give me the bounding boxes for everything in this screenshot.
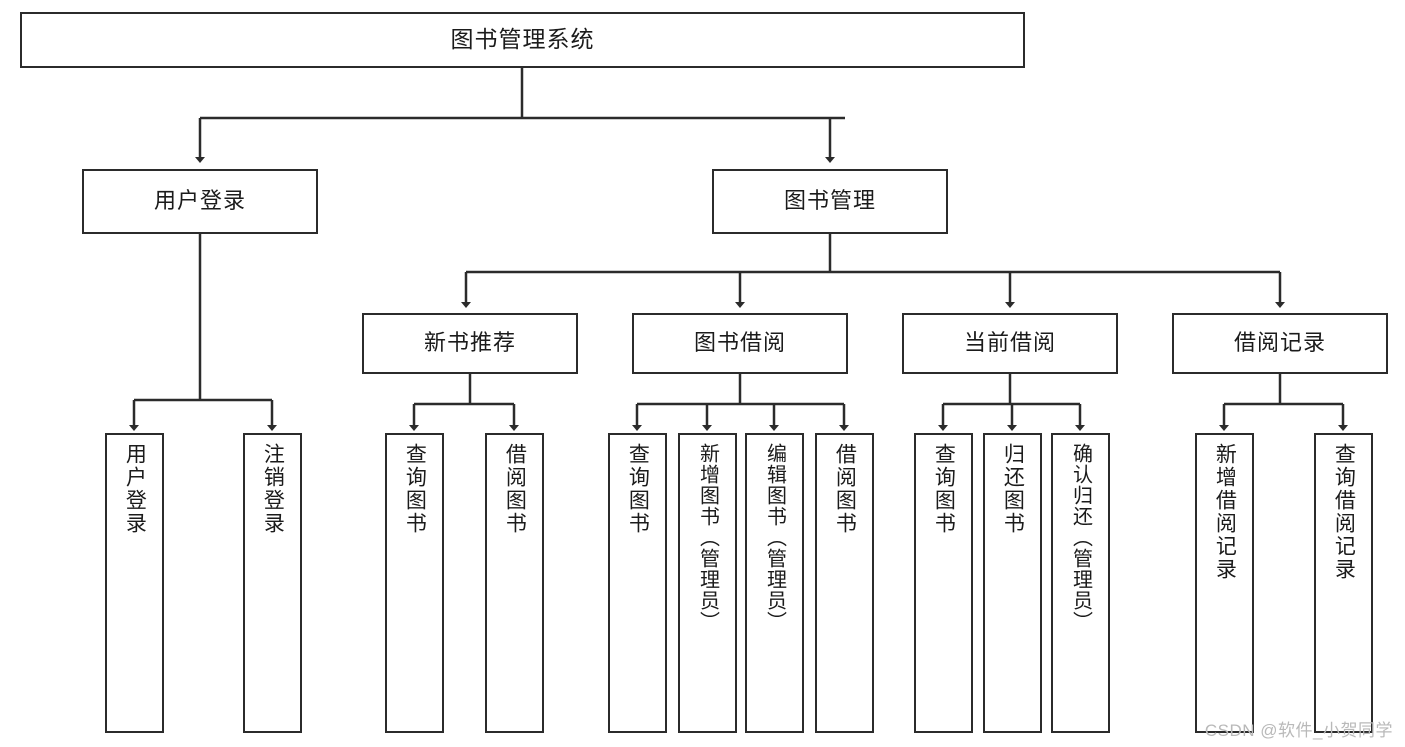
leaf-label: 借阅图书 <box>503 443 527 535</box>
leaf-borrow-records-query-record[interactable]: 查询借阅记录 <box>1314 433 1373 733</box>
node-label: 用户登录 <box>153 188 246 214</box>
leaf-new-book-query-book[interactable]: 查询图书 <box>385 433 444 733</box>
leaf-book-borrow-add-book-admin[interactable]: 新增图书（管理员） <box>678 433 737 733</box>
node-label: 当前借阅 <box>963 330 1056 356</box>
leaf-label: 归还图书 <box>1001 443 1025 535</box>
node-label: 借阅记录 <box>1233 330 1326 356</box>
node-new-book-recommend[interactable]: 新书推荐 <box>362 313 578 374</box>
node-borrow-records[interactable]: 借阅记录 <box>1172 313 1388 374</box>
leaf-book-borrow-borrow-book[interactable]: 借阅图书 <box>815 433 874 733</box>
leaf-user-login-logout[interactable]: 注销登录 <box>243 433 302 733</box>
leaf-user-login-login[interactable]: 用户登录 <box>105 433 164 733</box>
leaf-label: 借阅图书 <box>833 443 857 535</box>
node-current-borrow[interactable]: 当前借阅 <box>902 313 1118 374</box>
leaf-label: 查询借阅记录 <box>1332 443 1356 581</box>
leaf-label: 确认归还（管理员） <box>1069 443 1092 632</box>
leaf-label: 注销登录 <box>261 443 285 535</box>
leaf-current-borrow-return-book[interactable]: 归还图书 <box>983 433 1042 733</box>
node-book-management[interactable]: 图书管理 <box>712 169 948 234</box>
leaf-label: 编辑图书（管理员） <box>763 443 786 632</box>
leaf-label: 查询图书 <box>403 443 427 535</box>
leaf-label: 用户登录 <box>123 443 147 535</box>
node-label: 图书管理 <box>783 188 876 214</box>
leaf-borrow-records-add-record[interactable]: 新增借阅记录 <box>1195 433 1254 733</box>
leaf-label: 查询图书 <box>626 443 650 535</box>
leaf-book-borrow-edit-book-admin[interactable]: 编辑图书（管理员） <box>745 433 804 733</box>
node-label: 新书推荐 <box>423 330 516 356</box>
node-label: 图书借阅 <box>693 330 786 356</box>
leaf-label: 查询图书 <box>932 443 956 535</box>
node-user-login[interactable]: 用户登录 <box>82 169 318 234</box>
leaf-book-borrow-query-book[interactable]: 查询图书 <box>608 433 667 733</box>
leaf-current-borrow-confirm-return-admin[interactable]: 确认归还（管理员） <box>1051 433 1110 733</box>
leaf-label: 新增图书（管理员） <box>696 443 719 632</box>
leaf-new-book-borrow-book[interactable]: 借阅图书 <box>485 433 544 733</box>
node-book-borrow[interactable]: 图书借阅 <box>632 313 848 374</box>
leaf-label: 新增借阅记录 <box>1213 443 1237 581</box>
node-root-book-management-system[interactable]: 图书管理系统 <box>20 12 1025 68</box>
node-label: 图书管理系统 <box>450 26 595 53</box>
leaf-current-borrow-query-book[interactable]: 查询图书 <box>914 433 973 733</box>
